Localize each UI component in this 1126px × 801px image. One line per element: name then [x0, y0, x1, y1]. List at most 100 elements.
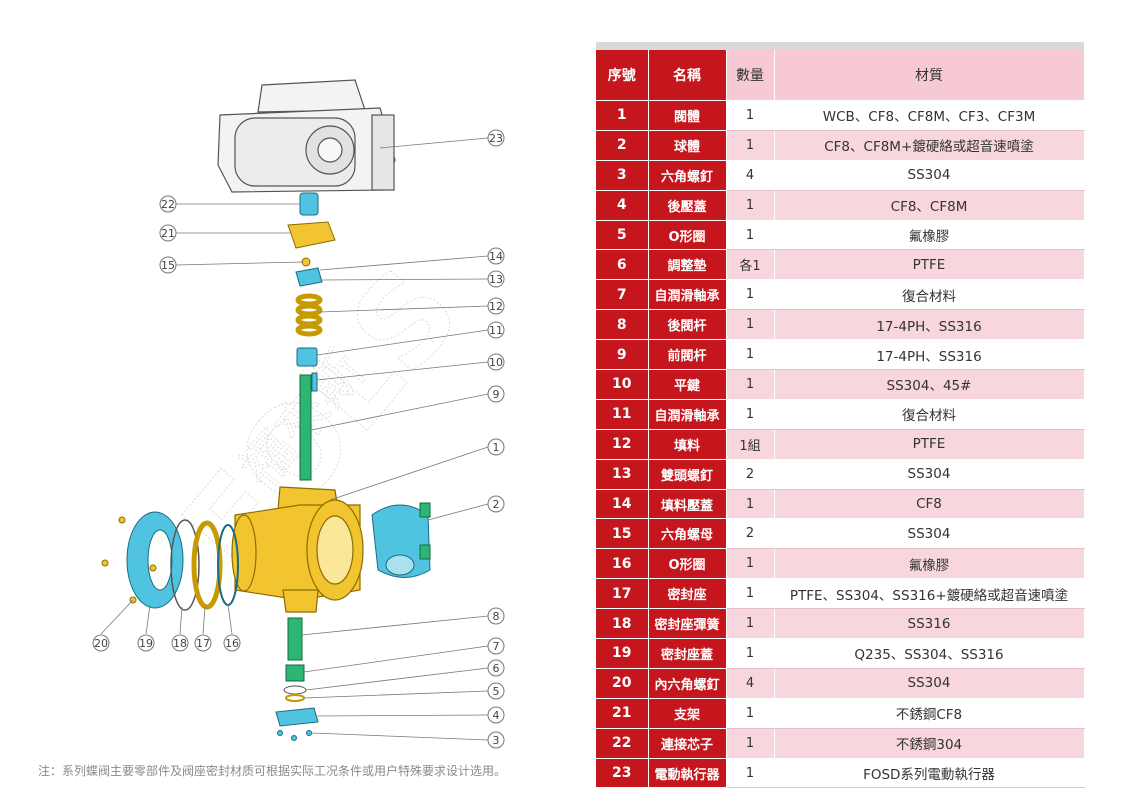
table-header-row: 序號 名稱 數量 材質	[596, 50, 1085, 101]
callout-13: 13	[487, 270, 505, 288]
row-name: O形圈	[648, 220, 727, 251]
table-top-bar	[596, 42, 1084, 50]
row-index: 7	[596, 279, 649, 311]
front-stem	[299, 374, 312, 481]
packing-rings	[295, 293, 323, 337]
svg-text:8: 8	[493, 610, 500, 623]
svg-text:11: 11	[489, 324, 503, 337]
row-name: 支架	[648, 698, 727, 729]
row-index: 20	[596, 668, 649, 699]
svg-text:23: 23	[489, 132, 503, 145]
row-name: 填料	[648, 429, 727, 460]
svg-text:10: 10	[489, 356, 503, 369]
callout-7: 7	[487, 637, 505, 655]
svg-text:4: 4	[493, 709, 500, 722]
svg-text:20: 20	[94, 637, 108, 650]
row-qty: 各1	[726, 249, 775, 281]
row-name: 密封座	[648, 578, 727, 610]
row-index: 21	[596, 698, 649, 729]
callout-16: 16	[223, 634, 241, 652]
coupling-core	[299, 192, 319, 216]
row-name: 自潤滑軸承	[648, 399, 727, 430]
flat-key	[311, 372, 318, 392]
row-index: 18	[596, 608, 649, 640]
callout-21: 21	[159, 224, 177, 242]
row-material: CF8、CF8M+鍍硬絡或超音速噴塗	[774, 130, 1085, 161]
callout-17: 17	[194, 634, 212, 652]
row-index: 17	[596, 578, 649, 610]
row-name: 閥體	[648, 100, 727, 131]
row-name: 後壓蓋	[648, 190, 727, 221]
row-material: Q235、SS304、SS316	[774, 638, 1085, 669]
callout-10: 10	[487, 353, 505, 371]
row-material: SS304、45#	[774, 369, 1085, 400]
row-index: 19	[596, 638, 649, 669]
row-material: PTFE、SS304、SS316+鍍硬絡或超音速噴塗	[774, 578, 1085, 610]
row-material: SS316	[774, 608, 1085, 640]
row-index: 5	[596, 220, 649, 251]
svg-text:17: 17	[196, 637, 210, 650]
row-qty: 2	[726, 518, 775, 550]
row-material: 不銹鋼304	[774, 728, 1085, 759]
header-name: 名稱	[648, 50, 727, 101]
row-material: CF8	[774, 489, 1085, 520]
row-material: 氟橡膠	[774, 220, 1085, 251]
row-index: 12	[596, 429, 649, 460]
row-material: 不銹鋼CF8	[774, 698, 1085, 729]
row-qty: 1	[726, 489, 775, 520]
row-qty: 1	[726, 190, 775, 221]
row-index: 9	[596, 339, 649, 371]
ball	[371, 502, 431, 578]
svg-text:15: 15	[161, 259, 175, 272]
row-index: 6	[596, 249, 649, 281]
callout-19: 19	[137, 634, 155, 652]
packing-gland	[295, 267, 323, 287]
row-name: 平鍵	[648, 369, 727, 400]
row-material: SS304	[774, 668, 1085, 699]
svg-text:6: 6	[493, 662, 500, 675]
svg-text:18: 18	[173, 637, 187, 650]
row-index: 14	[596, 489, 649, 520]
row-index: 4	[596, 190, 649, 221]
callout-20: 20	[92, 634, 110, 652]
exploded-valve-diagram: FOLS 福來斯	[92, 79, 505, 749]
rear-cover	[275, 707, 319, 727]
row-material: SS304	[774, 160, 1085, 191]
row-name: 雙頭螺釘	[648, 459, 727, 490]
callout-1: 1	[487, 438, 505, 456]
row-material: SS304	[774, 459, 1085, 490]
header-qty: 數量	[726, 50, 775, 101]
row-qty: 1組	[726, 429, 775, 460]
callout-8: 8	[487, 607, 505, 625]
row-qty: 1	[726, 758, 775, 789]
row-name: 球體	[648, 130, 727, 161]
callout-22: 22	[159, 195, 177, 213]
row-material: SS304	[774, 518, 1085, 550]
callout-5: 5	[487, 682, 505, 700]
row-qty: 1	[726, 339, 775, 371]
seat-cover	[126, 511, 184, 609]
footnote: 注：系列蝶阀主要零部件及阀座密封材质可根据实际工况条件或用户特殊要求设计选用。	[38, 764, 507, 778]
o-ring-lower	[285, 694, 305, 702]
row-index: 11	[596, 399, 649, 430]
row-name: O形圈	[648, 548, 727, 580]
header-material: 材質	[774, 50, 1085, 101]
svg-text:16: 16	[225, 637, 239, 650]
row-qty: 1	[726, 130, 775, 161]
bracket	[287, 221, 336, 249]
svg-text:19: 19	[139, 637, 153, 650]
row-qty: 1	[726, 279, 775, 311]
row-name: 連接芯子	[648, 728, 727, 759]
hex-nut	[301, 257, 311, 267]
